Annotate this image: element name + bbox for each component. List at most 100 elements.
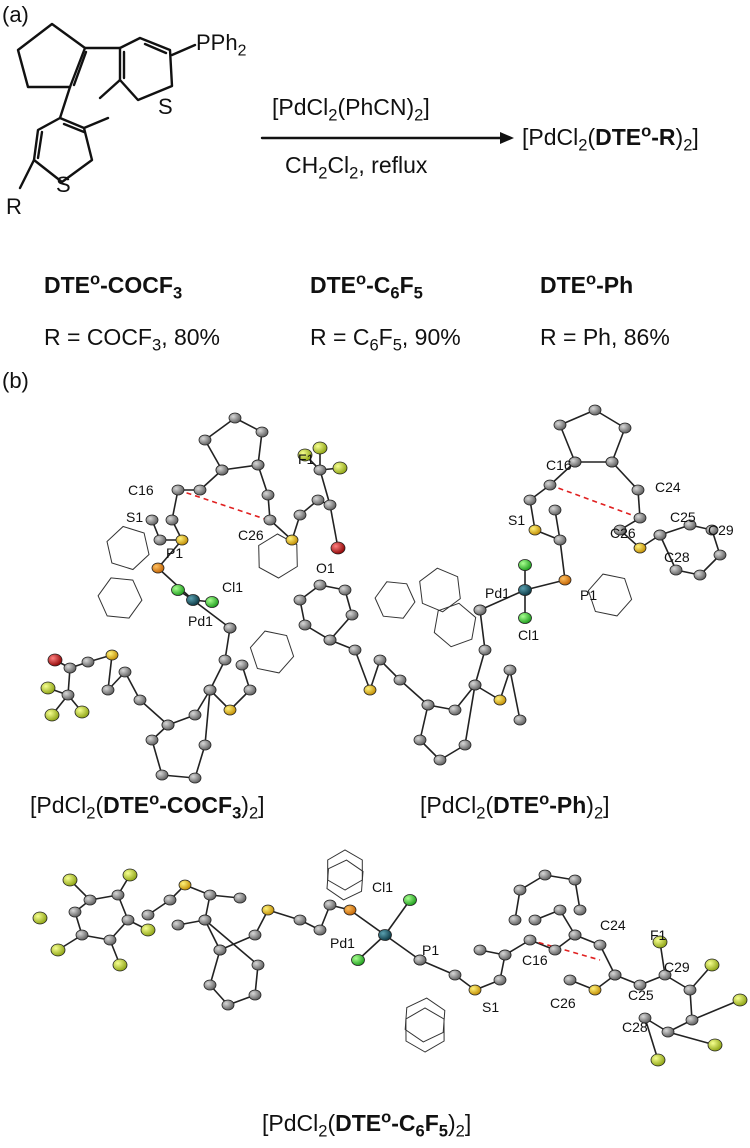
atom-c bbox=[523, 934, 537, 946]
atom-label-c16: C16 bbox=[128, 482, 154, 498]
atom-f bbox=[707, 1038, 723, 1052]
bond bbox=[559, 409, 596, 426]
atom-label-cl1: Cl1 bbox=[222, 579, 243, 595]
atom-c bbox=[101, 684, 115, 696]
atom-c bbox=[345, 609, 359, 621]
atom-label-s1: S1 bbox=[508, 512, 525, 528]
condition-label: CH2Cl2, reflux bbox=[285, 152, 428, 183]
atom-p bbox=[558, 574, 572, 586]
atom-f bbox=[312, 441, 328, 455]
atom-cl bbox=[518, 559, 532, 571]
atom-c bbox=[141, 909, 155, 921]
bond bbox=[659, 534, 677, 571]
atom-f bbox=[650, 1053, 666, 1067]
atom-label-c25: C25 bbox=[628, 987, 654, 1003]
bond bbox=[419, 704, 429, 741]
atom-pd bbox=[378, 929, 392, 941]
bond-to-r bbox=[18, 158, 36, 190]
atom-c bbox=[653, 529, 667, 541]
cyclopentene-ring bbox=[16, 22, 87, 89]
atom-c bbox=[161, 719, 175, 731]
atom-c bbox=[198, 434, 212, 446]
atom-c bbox=[568, 874, 582, 886]
sulfur-top-label: S bbox=[158, 94, 173, 119]
phenyl-wireframe bbox=[249, 630, 295, 674]
atom-label-s1: S1 bbox=[482, 999, 499, 1015]
atom-c bbox=[413, 954, 427, 966]
atom-cl bbox=[205, 596, 219, 608]
atom-c bbox=[348, 644, 362, 656]
reagent-label: [PdCl2(PhCN)2] bbox=[272, 94, 430, 125]
atom-s bbox=[363, 684, 377, 696]
close-contact-line bbox=[177, 489, 269, 521]
atom-f bbox=[62, 873, 78, 887]
atom-c bbox=[188, 772, 202, 784]
atom-c bbox=[613, 524, 627, 536]
atom-c bbox=[235, 659, 249, 671]
atom-c bbox=[373, 654, 387, 666]
bond-to-pph2 bbox=[170, 43, 197, 57]
atom-c bbox=[171, 919, 185, 931]
atom-label-c24: C24 bbox=[655, 479, 681, 495]
bond bbox=[192, 599, 231, 629]
atom-label-p1: P1 bbox=[422, 942, 439, 958]
atom-c bbox=[145, 514, 159, 526]
atom-c bbox=[111, 889, 125, 901]
phenyl-wireframe bbox=[433, 602, 477, 648]
atom-c bbox=[508, 914, 522, 926]
atom-c bbox=[215, 464, 229, 476]
bond bbox=[354, 649, 371, 691]
atom-c bbox=[473, 604, 487, 616]
atom-c bbox=[573, 904, 587, 916]
atom-label-c24: C24 bbox=[600, 917, 626, 933]
atom-s bbox=[285, 534, 299, 546]
atom-c bbox=[413, 734, 427, 746]
atom-label-cl1: Cl1 bbox=[518, 627, 539, 643]
atom-c bbox=[68, 906, 82, 918]
atom-o bbox=[330, 541, 346, 555]
atom-c bbox=[618, 422, 632, 434]
bond bbox=[599, 944, 616, 976]
ligand-name-ph: DTEo-Ph bbox=[540, 269, 634, 298]
atom-c bbox=[543, 479, 557, 491]
atom-label-f1: F1 bbox=[298, 451, 315, 467]
atom-o bbox=[47, 653, 63, 667]
bond bbox=[611, 461, 639, 491]
atom-c bbox=[433, 754, 447, 766]
atom-c bbox=[75, 929, 89, 941]
bond bbox=[384, 899, 411, 936]
bond bbox=[139, 699, 169, 726]
atom-f bbox=[732, 993, 748, 1007]
atom-cl bbox=[403, 894, 417, 906]
reaction-arrow-head bbox=[500, 132, 514, 144]
atom-label-s1: S1 bbox=[126, 509, 143, 525]
yield-c6f5: R = C6F5, 90% bbox=[310, 324, 461, 355]
bond bbox=[151, 739, 163, 776]
atom-c bbox=[255, 426, 269, 438]
atom-c bbox=[61, 689, 75, 701]
methyl-upper bbox=[98, 78, 122, 100]
bond bbox=[384, 934, 421, 961]
bond bbox=[667, 1031, 716, 1046]
atom-c bbox=[605, 456, 619, 468]
close-contact-line bbox=[529, 939, 601, 961]
bond bbox=[691, 999, 741, 1021]
bond-ring-to-lower-thiophene bbox=[58, 85, 72, 120]
atom-c bbox=[198, 914, 212, 926]
atom-label-c29: C29 bbox=[664, 959, 690, 975]
phenyl-wireframe bbox=[587, 573, 633, 617]
atom-c bbox=[638, 1012, 652, 1024]
phenyl-wireframe bbox=[106, 525, 150, 571]
atom-f bbox=[40, 681, 56, 695]
atom-label-p1: P1 bbox=[580, 587, 597, 603]
atom-label-cl1: Cl1 bbox=[372, 879, 393, 895]
bond bbox=[479, 589, 526, 611]
atom-c bbox=[83, 894, 97, 906]
bond bbox=[644, 1017, 659, 1061]
phenyl-wireframe bbox=[404, 997, 446, 1043]
atom-label-p1: P1 bbox=[166, 545, 183, 561]
atom-label-pd1: Pd1 bbox=[188, 613, 213, 629]
atom-c bbox=[633, 979, 647, 991]
bond bbox=[464, 684, 476, 746]
